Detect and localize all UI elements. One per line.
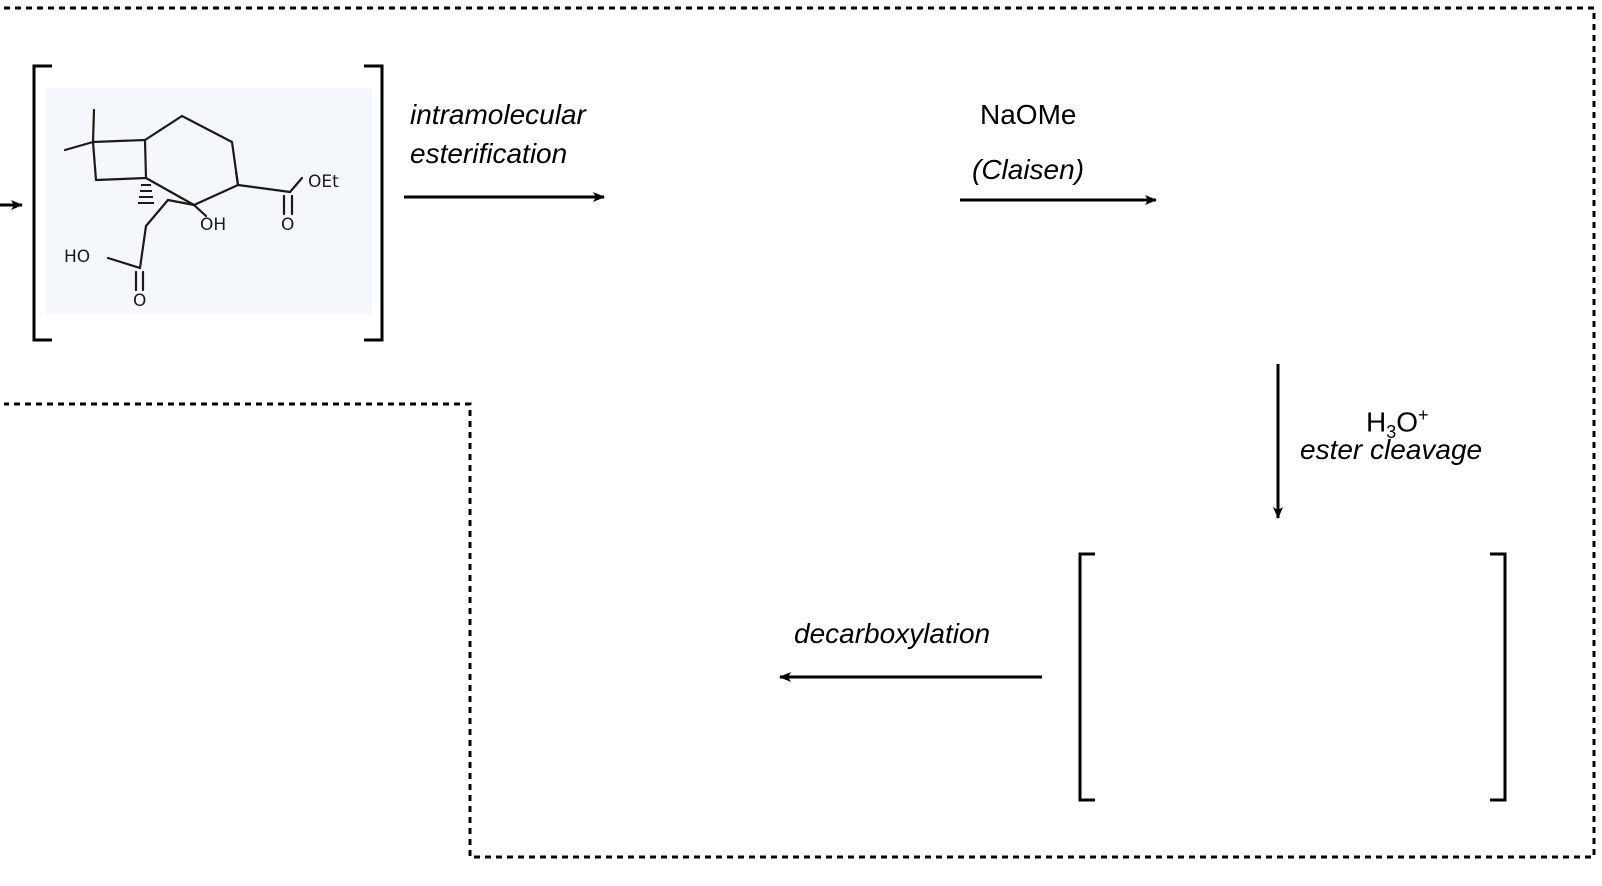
left-bracket-intermediate (1078, 552, 1095, 802)
step1-label-line2: esterification (410, 138, 568, 169)
starting-material-sketch: OEt OH HO O O (46, 88, 372, 314)
ho-label: HO (64, 247, 90, 267)
oet-label: OEt (308, 172, 339, 192)
step2-reagent: NaOMe (980, 99, 1077, 130)
step2-note: (Claisen) (972, 154, 1085, 185)
dashed-boundary (4, 6, 1596, 859)
left-bracket-start (32, 64, 52, 342)
step3-note: ester cleavage (1300, 434, 1483, 465)
oh-label: OH (200, 215, 226, 235)
reagent-superscript: + (1418, 405, 1429, 425)
acid-carbonyl-o-label: O (133, 291, 146, 311)
ester-carbonyl-o-label: O (281, 215, 294, 235)
reagent-o: O (1396, 406, 1419, 438)
right-bracket-start (364, 64, 384, 342)
step1-label-line1: intramolecular (410, 99, 586, 130)
reagent-h: H (1366, 406, 1387, 438)
reagent-subscript: 3 (1386, 421, 1397, 442)
step3-reagent: H3O+ (1366, 398, 1429, 449)
right-bracket-intermediate (1490, 552, 1507, 802)
step4-note: decarboxylation (794, 618, 991, 649)
